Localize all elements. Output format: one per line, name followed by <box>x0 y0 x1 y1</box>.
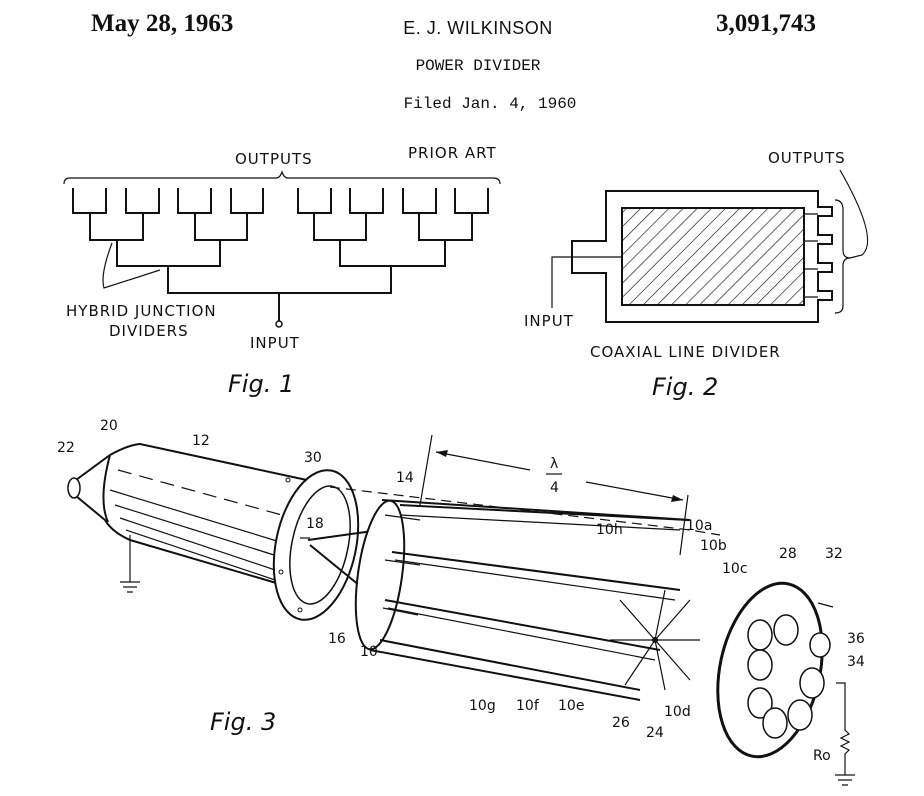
fig1-prior-art-label: PRIOR ART <box>408 144 497 162</box>
inventor-name-text: E. J. WILKINSON <box>403 18 553 38</box>
ref-14: 14 <box>396 470 414 486</box>
fig3-resistor-star <box>610 589 700 691</box>
fig3-input-coax-housing <box>67 442 331 593</box>
patent-title: POWER DIVIDER <box>0 57 924 75</box>
fig2-outer-conductor <box>571 190 833 323</box>
fig1-hybrid-label-2: DIVIDERS <box>109 322 189 340</box>
fig2-input-label: INPUT <box>524 312 574 330</box>
ref-24: 24 <box>646 725 664 741</box>
fig3-output-connectors <box>747 614 831 739</box>
fig2-coaxial-divider: OUTPUTS INPUT COAXIAL LINE DIVIDER Fig. … <box>524 149 869 401</box>
fig3-caption: Fig. 3 <box>210 708 276 736</box>
ref-10: 10 <box>360 644 378 660</box>
fig2-output-lines <box>804 213 818 298</box>
ref-10f: 10f <box>516 698 540 714</box>
fig2-name-label: COAXIAL LINE DIVIDER <box>590 343 781 361</box>
ref-18: 18 <box>306 516 324 532</box>
fig1-leader-lines <box>102 242 161 289</box>
fig2-inner-conductor <box>621 207 805 306</box>
ref-26: 26 <box>612 715 630 731</box>
fig1-outputs-label: OUTPUTS <box>235 150 313 168</box>
ref-34: 34 <box>847 654 865 670</box>
ref-28: 28 <box>779 546 797 562</box>
fig3-power-divider-assembly: λ 4 22 20 <box>57 418 865 786</box>
fig1-hybrid-tree: OUTPUTS PRIOR ART HYBRID JUNCTION DI <box>63 144 501 398</box>
fig3-output-flange-28 <box>716 581 855 786</box>
ref-10g: 10g <box>469 698 496 714</box>
ref-10e: 10e <box>558 698 584 714</box>
fig3-reference-numerals: 22 20 12 30 14 18 16 10 10h 10a 10b 10c … <box>57 418 865 764</box>
fig1-input-terminal <box>275 320 283 328</box>
fig3-input-connector <box>67 477 81 499</box>
fig1-input-label: INPUT <box>250 334 300 352</box>
fig1-hybrid-junctions <box>89 213 473 322</box>
fig2-outputs-label: OUTPUTS <box>768 149 846 167</box>
patent-title-text: POWER DIVIDER <box>415 57 541 75</box>
ref-12: 12 <box>192 433 210 449</box>
fig2-caption: Fig. 2 <box>652 373 718 401</box>
fig3-divider-cylinder <box>329 486 721 701</box>
ref-10h: 10h <box>596 522 623 538</box>
fig3-lambda: λ <box>550 456 558 472</box>
ref-16: 16 <box>328 631 346 647</box>
fig3-quarter-wave-dimension: λ 4 <box>419 434 689 556</box>
ref-ro: Ro <box>813 748 831 764</box>
ref-30: 30 <box>304 450 322 466</box>
filed-date: Filed Jan. 4, 1960 <box>0 95 924 113</box>
filed-date-text: Filed Jan. 4, 1960 <box>403 95 577 113</box>
inventor-name: E. J. WILKINSON <box>0 18 924 39</box>
fig1-outputs-brace <box>63 170 501 185</box>
ref-22: 22 <box>57 440 75 456</box>
ref-36: 36 <box>847 631 865 647</box>
fig3-ground-1 <box>120 535 140 593</box>
patent-number: 3,091,743 <box>716 10 816 37</box>
fig3-lambda-denominator: 4 <box>550 480 559 496</box>
fig2-outputs-brace <box>834 199 851 314</box>
patent-date: May 28, 1963 <box>91 10 234 37</box>
fig2-input-line <box>551 256 622 308</box>
ref-10c: 10c <box>722 561 748 577</box>
ref-20: 20 <box>100 418 118 434</box>
ref-32: 32 <box>825 546 843 562</box>
fig3-load-resistor-ro <box>835 682 855 786</box>
ref-10a: 10a <box>686 518 712 534</box>
fig2-outputs-leader <box>839 169 869 259</box>
fig3-flange-30 <box>272 469 360 621</box>
fig1-caption: Fig. 1 <box>228 370 294 398</box>
fig3-screw-32 <box>817 602 834 608</box>
fig1-output-branches <box>72 188 489 214</box>
ref-10b: 10b <box>700 538 727 554</box>
fig1-hybrid-label-1: HYBRID JUNCTION <box>66 302 217 320</box>
ref-10d: 10d <box>664 704 691 720</box>
